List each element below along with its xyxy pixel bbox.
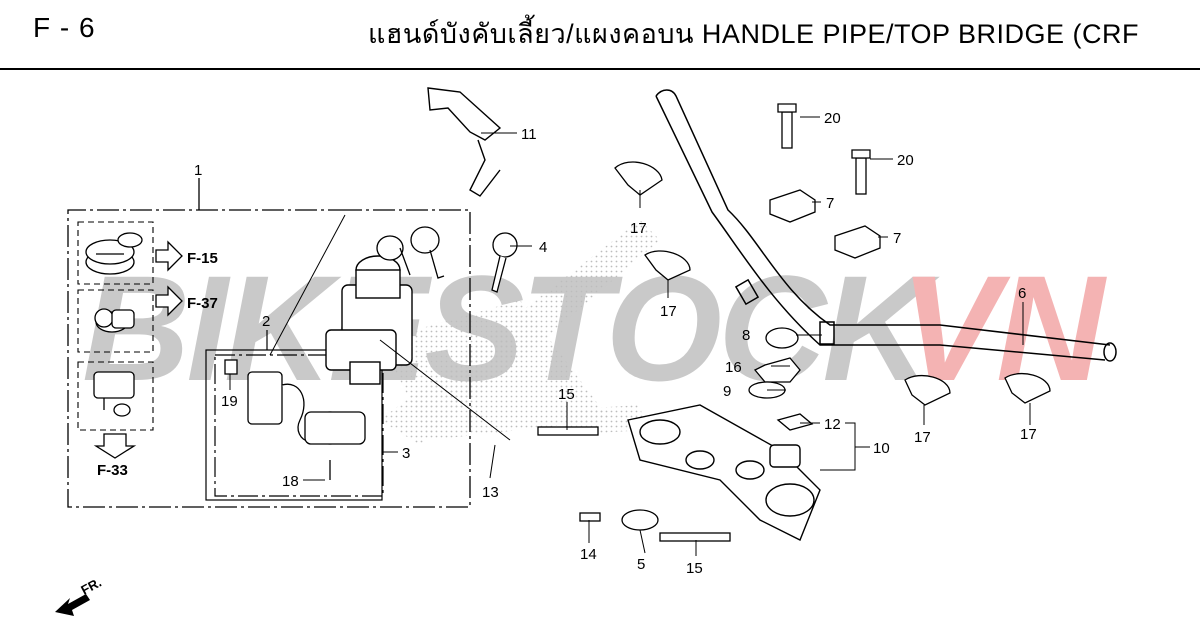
label-17b: 17	[660, 303, 677, 320]
helmet-lock-part	[93, 371, 135, 417]
label-2: 2	[262, 313, 270, 330]
label-13: 13	[482, 484, 499, 501]
label-5: 5	[637, 556, 645, 573]
key-set	[376, 226, 445, 279]
label-12: 12	[824, 416, 841, 433]
assembly-box-2	[205, 330, 384, 501]
leader-lines	[229, 116, 1031, 556]
reference-arrows	[93, 240, 183, 459]
label-3: 3	[402, 445, 410, 462]
part-labels: 1 2 3 4 5 6 7 7 8 9 10 11 12 13 14 15 15…	[194, 110, 1037, 577]
ref-f15[interactable]: F-15	[187, 250, 218, 267]
steering-stem-parts	[537, 327, 814, 542]
handle-pipe	[655, 89, 1117, 362]
label-19: 19	[221, 393, 238, 410]
label-11: 11	[521, 126, 537, 143]
ref-f37[interactable]: F-37	[187, 295, 218, 312]
label-7a: 7	[826, 195, 834, 212]
handlebar-holders	[769, 103, 881, 259]
label-6: 6	[1018, 285, 1026, 302]
dot-shading	[380, 220, 660, 445]
label-9: 9	[723, 383, 731, 400]
label-7b: 7	[893, 230, 901, 247]
label-17d: 17	[1020, 426, 1037, 443]
wire-clamps	[614, 161, 1051, 406]
label-4: 4	[539, 239, 547, 256]
label-17c: 17	[914, 429, 931, 446]
front-direction-arrow: FR.	[55, 575, 104, 616]
label-15a: 15	[558, 386, 575, 403]
fuel-cap-part	[85, 232, 143, 275]
seat-lock-part	[94, 308, 135, 333]
assembly-box-1	[67, 178, 471, 508]
label-20b: 20	[897, 152, 914, 169]
label-1: 1	[194, 162, 202, 179]
label-18: 18	[282, 473, 299, 490]
reference-boxes	[77, 221, 154, 431]
label-20a: 20	[824, 110, 841, 127]
label-17a: 17	[630, 220, 647, 237]
key-part-4	[491, 232, 518, 293]
front-label: FR.	[78, 575, 104, 598]
label-8: 8	[742, 327, 750, 344]
ignition-switch-assembly	[269, 87, 511, 441]
label-16: 16	[725, 359, 742, 376]
page-title: แฮนด์บังคับเลี้ยว/แผงคอบน HANDLE PIPE/TO…	[368, 19, 1140, 49]
page-code: F - 6	[33, 12, 96, 43]
label-14: 14	[580, 546, 597, 563]
label-15b: 15	[686, 560, 703, 577]
top-bridge	[627, 404, 821, 541]
header-divider	[0, 68, 1200, 70]
label-10: 10	[873, 440, 890, 457]
ref-f33[interactable]: F-33	[97, 462, 128, 479]
switch-connector-parts	[224, 359, 366, 480]
